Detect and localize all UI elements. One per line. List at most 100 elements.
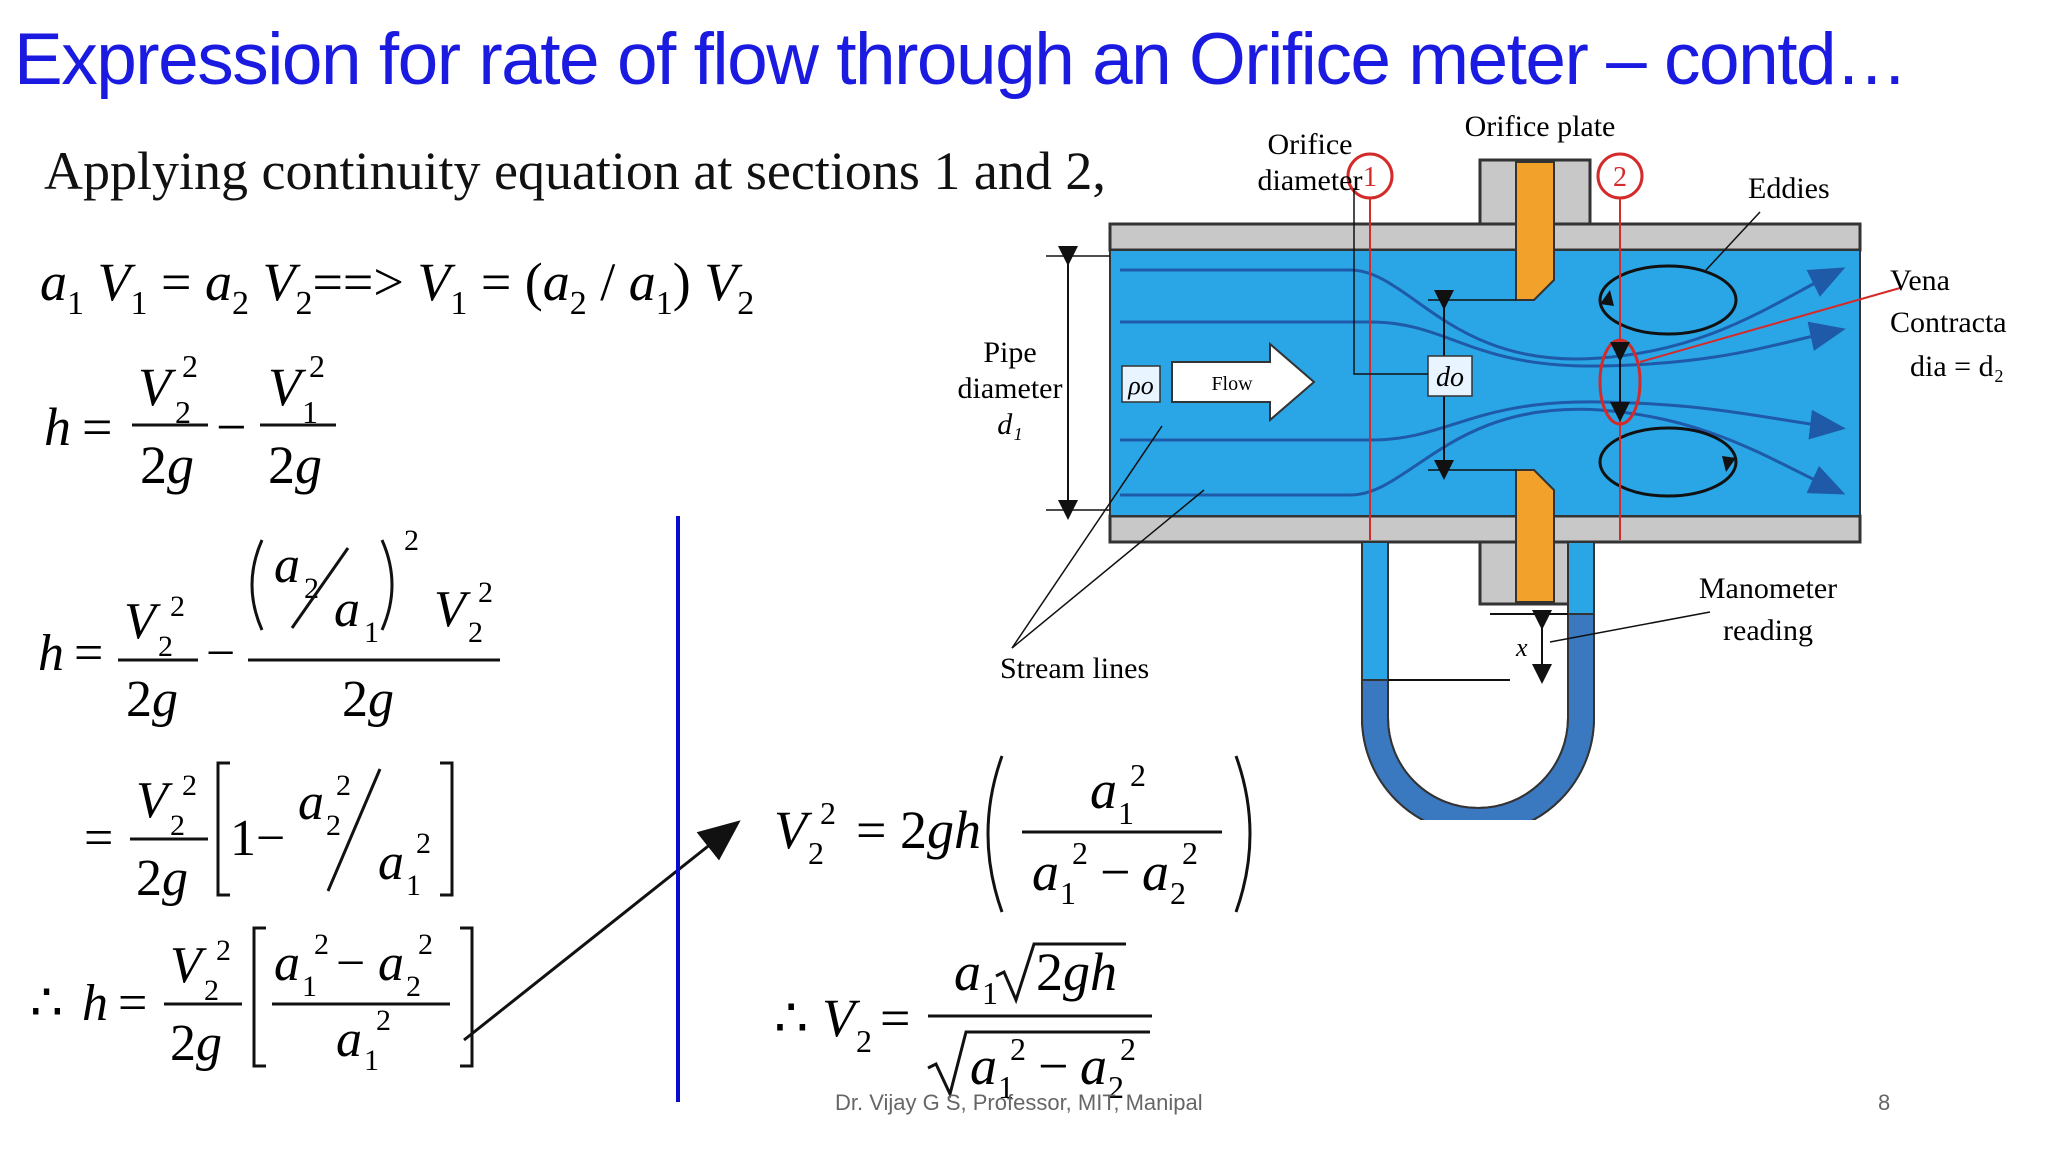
svg-text:h: h [82,975,108,1032]
svg-text:1: 1 [982,975,998,1011]
svg-text:2: 2 [1130,757,1146,793]
svg-text:2: 2 [478,576,493,609]
orifice-plate-bottom [1515,469,1555,603]
svg-text:a: a [274,935,300,992]
svg-text:2: 2 [309,348,325,384]
svg-text:h: h [38,625,64,682]
flow-arrow [1171,341,1316,423]
orifice-plate-top [1515,161,1555,301]
svg-text:V: V [774,800,813,860]
svg-text:2: 2 [314,928,329,961]
svg-text:=: = [84,810,113,867]
svg-text:1: 1 [364,616,379,649]
rho-o-label: ρo [1127,371,1153,400]
svg-text:−: − [1038,1036,1068,1096]
pipe-diameter-label-2: diameter [958,372,1063,405]
pipe-diameter-label-3: d₁ [997,408,1022,441]
svg-text:2: 2 [182,348,198,384]
svg-text:a: a [298,774,324,831]
svg-text:2: 2 [326,809,341,842]
svg-text:2: 2 [175,394,191,430]
svg-text:2: 2 [376,1004,391,1037]
svg-text:= 2gh: = 2gh [856,800,981,860]
svg-text:1: 1 [1118,795,1134,831]
svg-text:2: 2 [416,827,431,860]
footer-author: Dr. Vijay G S, Professor, MIT, Manipal [835,1090,1203,1115]
orifice-diameter-symbol: do [1436,362,1464,393]
svg-text:V: V [822,988,861,1048]
svg-text:1: 1 [302,970,317,1003]
svg-text:V: V [170,937,207,994]
svg-text:V: V [124,593,161,650]
svg-text:2: 2 [1120,1031,1136,1067]
continuity-equation: a1 V1 = a2 V2==> V1 = (a2 / a1) V2 [40,252,754,322]
svg-text:2: 2 [404,524,419,557]
svg-text:2: 2 [170,590,185,623]
svg-text:2: 2 [1072,835,1088,871]
manometer-label-2: reading [1723,614,1813,647]
svg-text:2: 2 [468,616,483,649]
orifice-diameter-label-1: Orifice [1268,128,1353,161]
section-1-marker [1346,152,1394,200]
svg-text:1: 1 [998,1069,1014,1105]
svg-text:2g: 2g [136,850,188,907]
svg-text:2: 2 [808,835,824,871]
svg-text:=: = [118,975,147,1032]
svg-text:2: 2 [204,974,219,1007]
flow-label: Flow [1211,373,1253,395]
orifice-meter-diagram: 1 2 do Flow ρo x ρm Orifice diameter Ori… [958,110,2007,820]
svg-text:2: 2 [182,769,197,802]
divider-line [676,516,680,1102]
pipe-top-wall [1108,222,1862,252]
svg-text:−: − [336,935,365,992]
vena-contracta-label-1: Vena [1890,264,1950,297]
svg-text:2: 2 [158,630,173,663]
section-2-marker [1596,152,1644,200]
svg-text:a: a [1090,760,1117,820]
svg-text:−: − [1100,842,1130,902]
svg-text:−: − [216,397,246,457]
svg-text:−: − [206,625,235,682]
svg-text:2: 2 [856,1023,872,1059]
vena-contracta-label-3: dia = d₂ [1910,350,2004,383]
svg-text:a: a [378,834,404,891]
svg-text:2g: 2g [140,435,194,495]
pipe-bottom-wall [1108,514,1862,544]
svg-text:a: a [336,1011,362,1068]
svg-text:V: V [136,772,173,829]
manometer-label-1: Manometer [1699,572,1837,605]
svg-text:a: a [954,942,981,1002]
svg-text:1: 1 [302,394,318,430]
svg-text:a: a [970,1036,997,1096]
svg-text:2: 2 [1170,875,1186,911]
svg-text:a: a [334,581,360,638]
svg-text:∴: ∴ [30,975,63,1032]
svg-text:2: 2 [1182,835,1198,871]
svg-text:=: = [880,988,910,1048]
svg-text:V: V [434,581,471,638]
svg-text:∴: ∴ [774,988,808,1048]
svg-text:a: a [378,935,404,992]
svg-text:2g: 2g [268,435,322,495]
svg-text:a: a [1080,1036,1107,1096]
intro-text: Applying continuity equation at sections… [44,141,1106,201]
svg-text:=: = [82,397,112,457]
orifice-plate-label: Orifice plate [1465,110,1616,143]
rho-m-label: ρm [1461,747,1493,776]
svg-text:2gh: 2gh [1036,942,1117,1002]
svg-text:h: h [44,397,71,457]
svg-text:2: 2 [406,970,421,1003]
svg-text:a: a [274,537,300,594]
svg-text:2: 2 [1108,1069,1124,1105]
page-number: 8 [1878,1090,1891,1115]
vena-contracta-label-2: Contracta [1890,306,2007,339]
svg-text:a: a [1142,842,1169,902]
svg-text:1−: 1− [230,810,285,867]
svg-text:2: 2 [1010,1031,1026,1067]
